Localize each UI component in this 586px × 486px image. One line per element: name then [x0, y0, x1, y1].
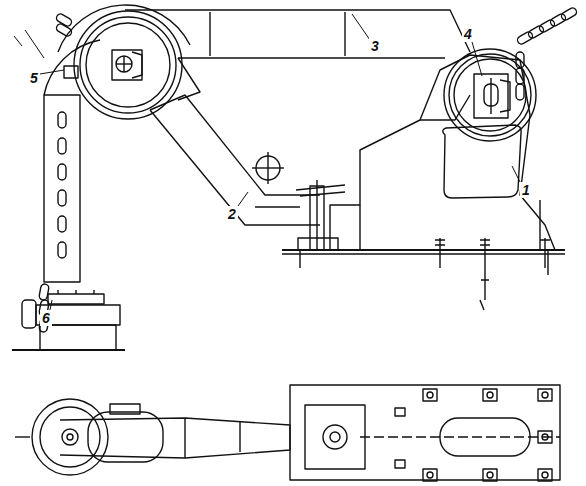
chain-guard — [44, 40, 100, 282]
callout-number: 5 — [28, 70, 40, 86]
plan-bolts — [423, 389, 552, 481]
tension-bolt — [64, 66, 78, 78]
chain-link — [58, 138, 66, 154]
callout-number: 1 — [520, 182, 532, 198]
bolt-head — [538, 469, 552, 481]
pivot-shaft — [296, 180, 345, 250]
chain-link — [516, 68, 524, 84]
drive-chain — [39, 7, 578, 333]
chain-link — [58, 164, 66, 180]
bolt-hole — [427, 392, 433, 398]
bolt-head — [483, 469, 497, 481]
top-beam — [125, 10, 470, 100]
bolt-hole — [487, 392, 493, 398]
swing-arm — [150, 95, 320, 225]
callout-number: 4 — [462, 26, 474, 42]
plan-view — [15, 385, 560, 480]
chain-link — [58, 242, 66, 258]
chain-link — [516, 84, 524, 100]
bolt-head — [538, 389, 552, 401]
frame — [330, 55, 555, 250]
chain-link — [58, 190, 66, 206]
chain-link — [560, 7, 578, 22]
bolt-hole — [427, 472, 433, 478]
leader-lines — [14, 14, 520, 310]
bolt-head — [538, 431, 552, 443]
bolt-hole — [542, 434, 548, 440]
callout-number: 2 — [226, 206, 238, 222]
chain-link — [516, 52, 524, 68]
bolt-hole — [487, 472, 493, 478]
drive-unit — [22, 290, 120, 350]
tail-sprocket — [444, 49, 536, 141]
bolt-head — [423, 389, 437, 401]
callout-number: 3 — [369, 38, 381, 54]
bolt-hole — [542, 392, 548, 398]
chain-link — [58, 112, 66, 128]
anchor-bolts — [300, 238, 550, 310]
bolt-hole — [542, 472, 548, 478]
foundation — [12, 250, 565, 350]
bolt-head — [423, 469, 437, 481]
callout-number: 6 — [40, 310, 52, 326]
chain-link — [58, 216, 66, 232]
head-sprocket — [58, 5, 190, 119]
chain-link — [55, 13, 73, 28]
bolt-head — [483, 389, 497, 401]
